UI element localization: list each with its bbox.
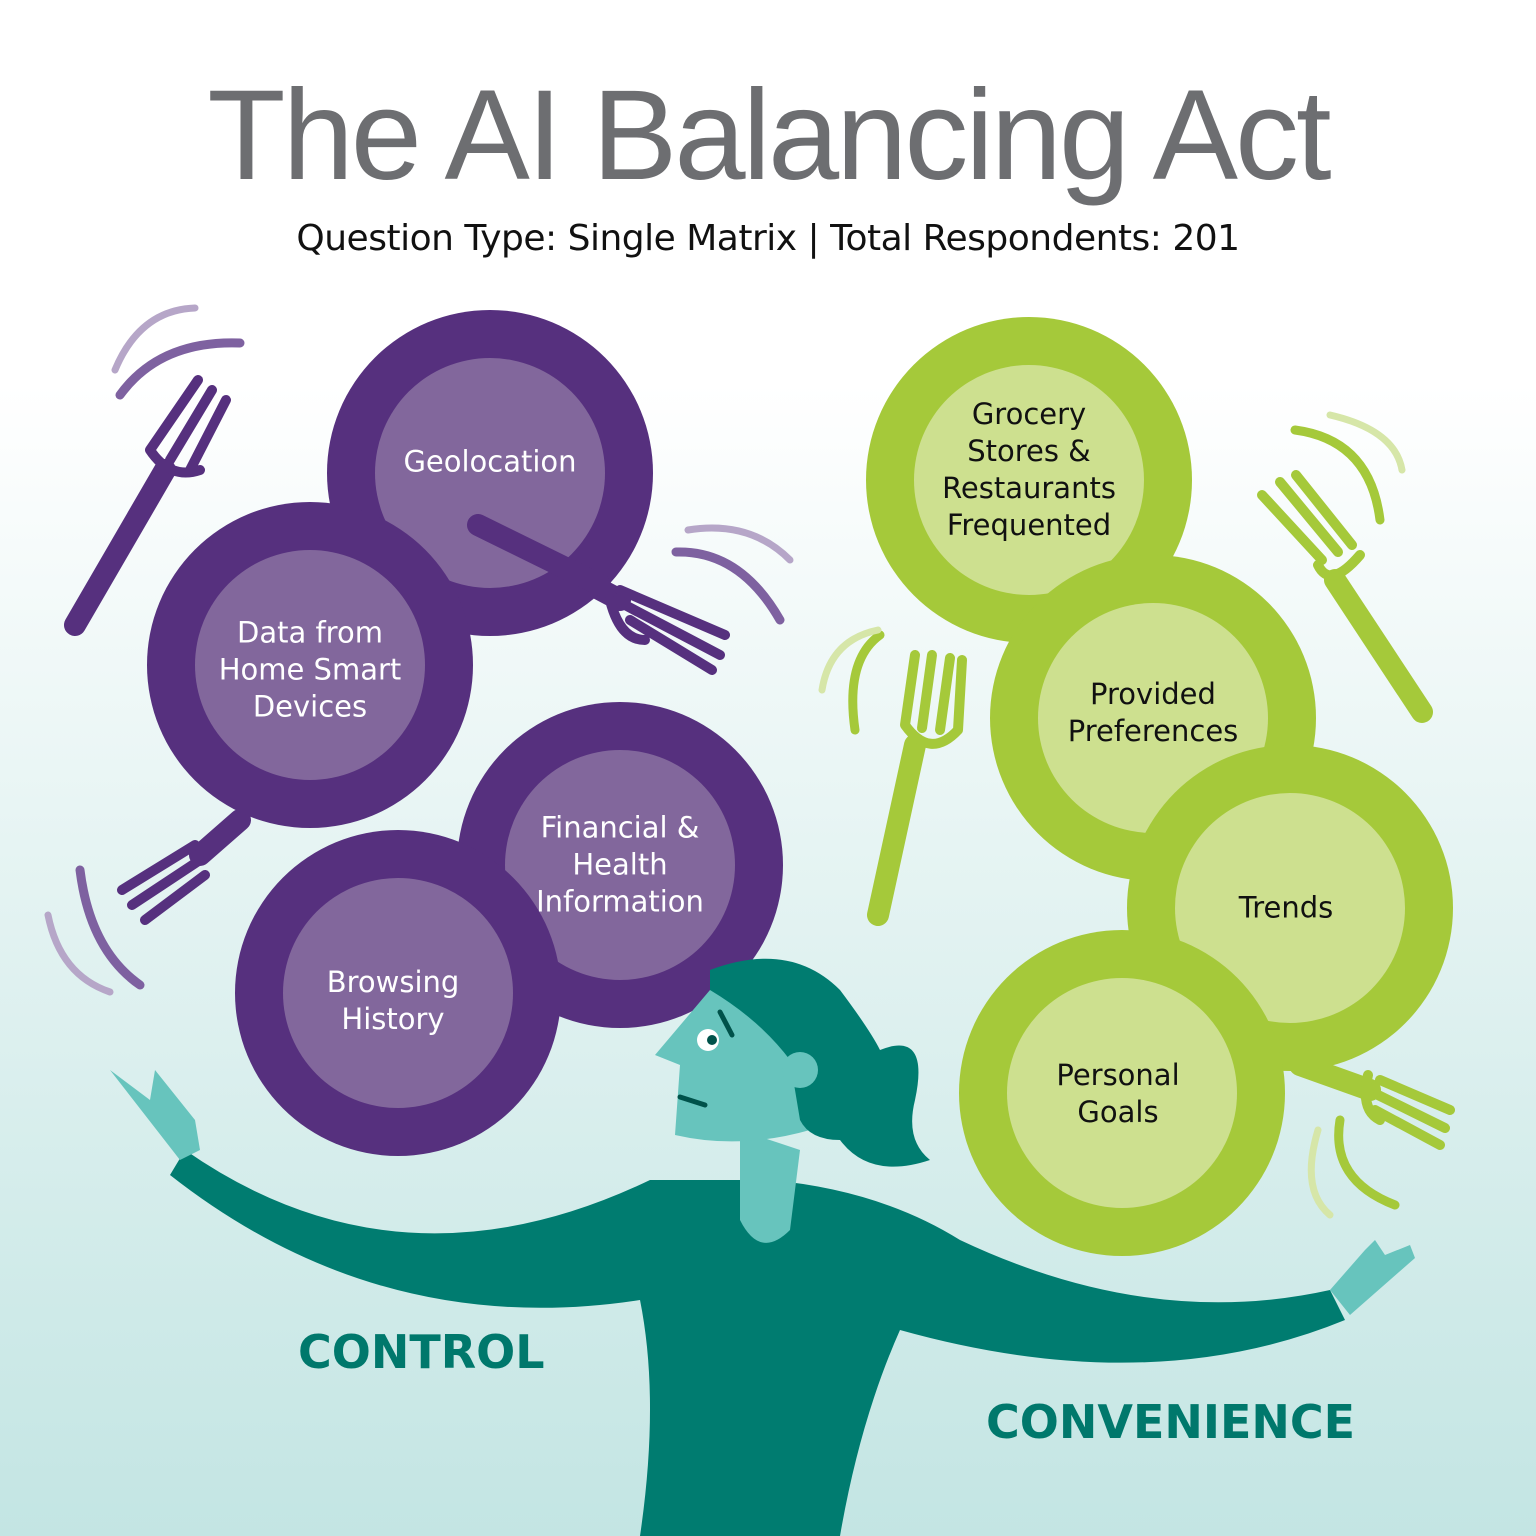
plate-trends: [1127, 745, 1453, 1071]
plate-label: Browsing History: [326, 965, 460, 1036]
fork-icon: [1289, 1054, 1455, 1150]
convenience-label: CONVENIENCE: [986, 1395, 1356, 1449]
fork-icon: [117, 809, 251, 925]
plate-label: Personal Goals: [1056, 1058, 1180, 1129]
plate-browsing-history: [235, 830, 561, 1156]
plate-label: Data from Home Smart Devices: [218, 615, 402, 724]
plate-label: Grocery Stores & Restaurants Frequented: [942, 397, 1116, 542]
control-label: CONTROL: [298, 1325, 545, 1379]
motion-lines: [44, 304, 1406, 1219]
page-title: The AI Balancing Act: [207, 64, 1331, 207]
fork-icon: [867, 650, 967, 926]
plate-label: Financial & Health Information: [536, 810, 704, 919]
page-subtitle: Question Type: Single Matrix | Total Res…: [296, 218, 1240, 259]
fork-icon: [64, 375, 231, 636]
juggler-figure: [110, 958, 1415, 1536]
plate-label: Trends: [1238, 890, 1334, 925]
plate-home-smart-devices: [147, 502, 473, 828]
plate-personal-goals: [959, 930, 1285, 1256]
plate-label: Geolocation: [403, 444, 577, 479]
plate-label: Provided Preferences: [1067, 677, 1239, 748]
fork-icon: [1257, 470, 1433, 723]
